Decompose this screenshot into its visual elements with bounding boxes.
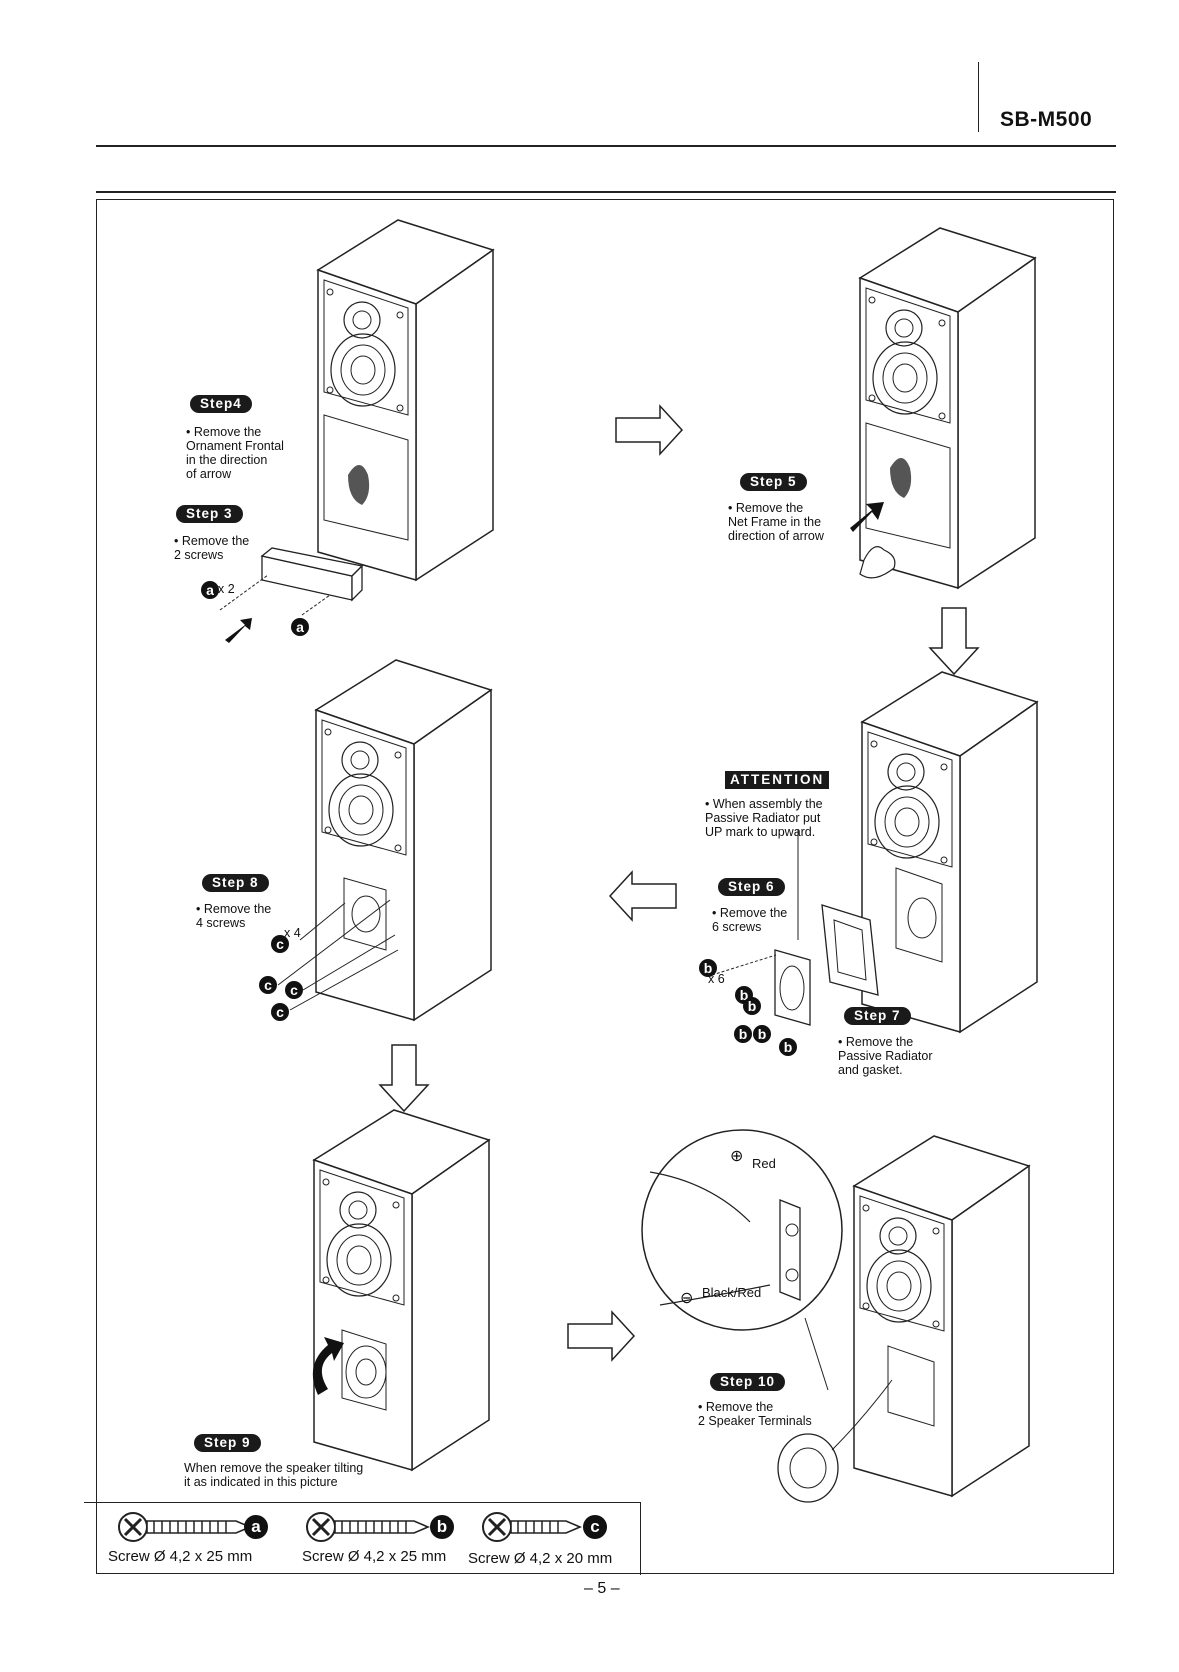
svg-text:c: c <box>590 1517 599 1536</box>
svg-text:b: b <box>740 987 749 1003</box>
flow-arrow-down-1 <box>929 607 979 675</box>
svg-text:b: b <box>704 960 713 976</box>
legend-marker-c: c <box>583 1515 607 1539</box>
terminal-detail-circle <box>641 1129 843 1331</box>
svg-text:a: a <box>206 582 214 598</box>
marker-a-2: a <box>291 618 309 636</box>
speaker-cabinet-2 <box>859 227 1036 589</box>
flow-arrow-right-1 <box>615 405 683 455</box>
step5-badge: Step 5 <box>740 473 807 491</box>
step4-text: • Remove the Ornament Frontal in the dir… <box>186 425 284 481</box>
screw-b-label: Screw Ø 4,2 x 25 mm <box>302 1548 447 1565</box>
screw-legend <box>84 1502 641 1575</box>
screw-letter-markers: a a c c c c b b b b b b a b c <box>201 581 797 1539</box>
red-wire-label: Red <box>752 1156 776 1171</box>
passive-radiator-drawing <box>774 904 879 1026</box>
step3-badge: Step 3 <box>176 505 243 523</box>
step10-badge: Step 10 <box>710 1373 786 1391</box>
page-number: – 5 – <box>584 1580 620 1597</box>
marker-c-1: c <box>271 935 289 953</box>
svg-text:b: b <box>758 1026 767 1042</box>
step8-badge: Step 8 <box>202 874 269 892</box>
svg-text:b: b <box>739 1026 748 1042</box>
svg-text:c: c <box>264 977 272 993</box>
legend-marker-b: b <box>430 1515 454 1539</box>
plus-terminal-sign: ⊕ <box>730 1148 744 1165</box>
screw-b-drawing <box>306 1512 431 1542</box>
marker-b-1: b <box>699 959 717 977</box>
step7-text: • Remove the Passive Radiator and gasket… <box>838 1035 933 1077</box>
black-red-wire-label: Black/Red <box>702 1285 762 1300</box>
speaker-cabinet-3 <box>315 659 492 1021</box>
b-count: x 6 <box>708 972 725 986</box>
svg-text:b: b <box>784 1039 793 1055</box>
speaker-cabinet-6 <box>853 1135 1030 1497</box>
flow-arrow-down-2 <box>379 1044 429 1112</box>
svg-text:a: a <box>251 1517 261 1536</box>
svg-text:a: a <box>296 619 304 635</box>
speaker-cabinet-1 <box>317 219 494 581</box>
model-number: SB-M500 <box>1000 108 1093 131</box>
screw-c-drawing <box>482 1512 583 1542</box>
marker-c-4: c <box>271 1003 289 1021</box>
speaker-cabinet-5 <box>313 1109 490 1471</box>
marker-b-4: b <box>734 1025 752 1043</box>
attention-text: • When assembly the Passive Radiator put… <box>705 797 823 839</box>
header-rule <box>96 145 1116 147</box>
svg-text:c: c <box>290 982 298 998</box>
attention-badge: ATTENTION <box>725 771 830 789</box>
screw-a-drawing <box>118 1512 253 1542</box>
step10-text: • Remove the 2 Speaker Terminals <box>698 1400 812 1428</box>
flow-arrow-right-2 <box>567 1311 635 1361</box>
hand-drawing <box>859 546 896 579</box>
model-box <box>978 62 1179 132</box>
screw-a-label: Screw Ø 4,2 x 25 mm <box>108 1548 253 1565</box>
header-rule-lower <box>96 191 1116 193</box>
screw-lines-step8 <box>277 899 399 1011</box>
svg-text:b: b <box>437 1517 447 1536</box>
minus-terminal-sign: ⊖ <box>680 1290 694 1307</box>
step5-text: • Remove the Net Frame in the direction … <box>728 501 824 543</box>
step4-badge: Step4 <box>190 395 252 413</box>
diagram-frame <box>96 199 1114 1574</box>
tilt-arrow <box>312 1337 344 1395</box>
step6-badge: Step 6 <box>718 878 785 896</box>
step6-text: • Remove the 6 screws <box>712 906 788 934</box>
step3-text: • Remove the 2 screws <box>174 534 250 562</box>
step9-badge: Step 9 <box>194 1434 261 1452</box>
step7-badge: Step 7 <box>844 1007 911 1025</box>
ornament-frontal-piece <box>260 547 364 602</box>
c-count: x 4 <box>284 926 301 940</box>
marker-c-3: c <box>285 981 303 999</box>
marker-b-3: b <box>743 997 761 1015</box>
screw-c-label: Screw Ø 4,2 x 20 mm <box>468 1550 613 1567</box>
marker-b-6: b <box>779 1038 797 1056</box>
a-count: x 2 <box>218 582 235 596</box>
svg-text:c: c <box>276 1004 284 1020</box>
legend-marker-a: a <box>244 1515 268 1539</box>
remove-arrow-1 <box>225 618 252 643</box>
svg-text:b: b <box>748 998 757 1014</box>
step8-text: • Remove the 4 screws <box>196 902 272 930</box>
step9-text: When remove the speaker tilting it as in… <box>184 1461 364 1489</box>
svg-text:c: c <box>276 936 284 952</box>
remove-arrow-2 <box>850 502 884 532</box>
removed-woofer <box>777 1379 893 1503</box>
marker-b-5: b <box>753 1025 771 1043</box>
speaker-cabinet-4 <box>861 671 1038 1033</box>
marker-a-1: a <box>201 581 219 599</box>
flow-arrow-left <box>609 871 677 921</box>
marker-c-2: c <box>259 976 277 994</box>
